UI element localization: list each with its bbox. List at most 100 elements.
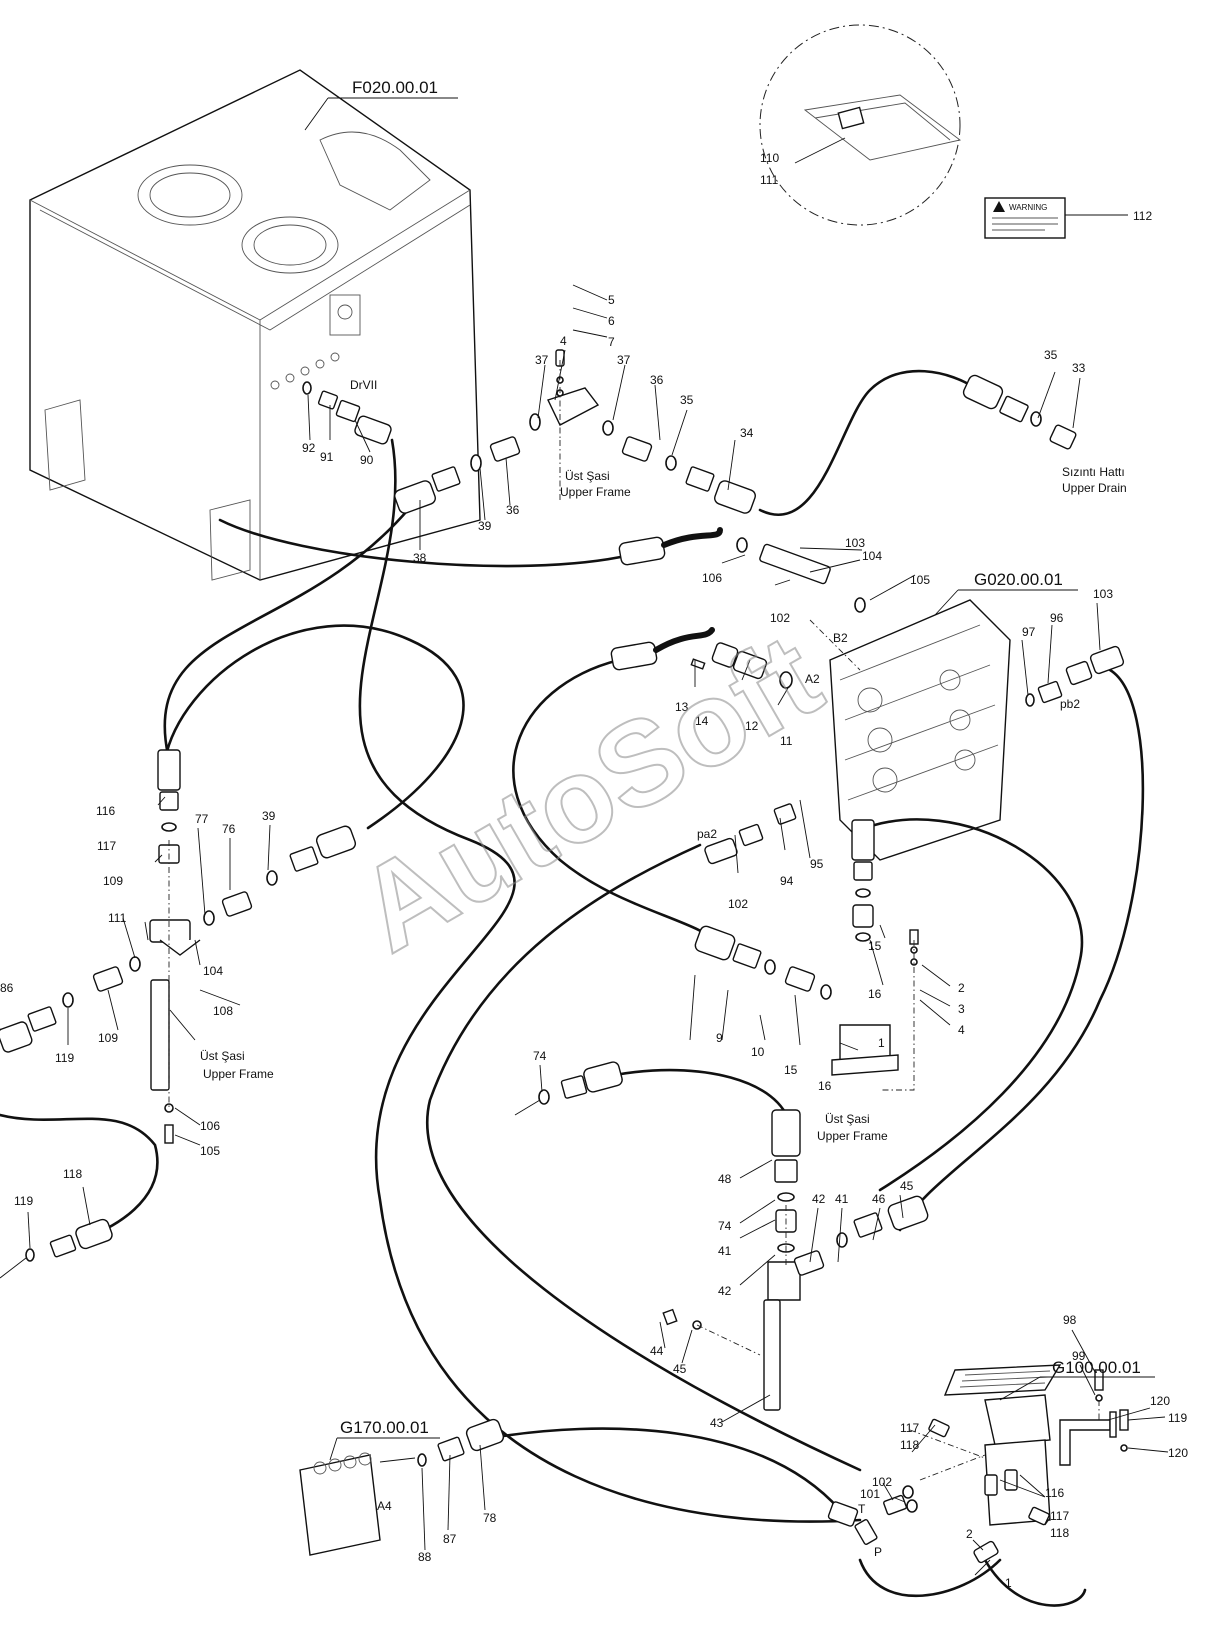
part-label: 12 xyxy=(745,719,759,733)
part-label: 90 xyxy=(360,453,374,467)
part-label: 7 xyxy=(608,335,615,349)
upper-frame-note-tr: Üst Şasi xyxy=(565,469,610,483)
part-label: 117 xyxy=(1050,1509,1069,1523)
part-label: 35 xyxy=(680,393,694,407)
part-label: 74 xyxy=(718,1219,732,1233)
warning-decal: WARNING xyxy=(984,197,1066,239)
part-label: 104 xyxy=(203,964,223,978)
part-label: 41 xyxy=(835,1192,849,1206)
part-label: 38 xyxy=(413,551,427,565)
part-label: 45 xyxy=(900,1179,914,1193)
part-label: 16 xyxy=(818,1079,832,1093)
part-label: 36 xyxy=(650,373,664,387)
ref-g020-label: G020.00.01 xyxy=(974,570,1063,589)
part-label: 42 xyxy=(812,1192,826,1206)
port-p: P xyxy=(874,1545,882,1559)
pedal-valve-drawing xyxy=(943,1364,1062,1526)
part-label: 109 xyxy=(103,874,123,888)
part-label: 116 xyxy=(1045,1486,1064,1500)
leader-lines xyxy=(27,97,1169,1576)
part-label: 109 xyxy=(98,1031,118,1045)
part-label: 108 xyxy=(213,1004,233,1018)
part-label: 118 xyxy=(63,1167,82,1181)
part-label: 87 xyxy=(443,1532,457,1546)
part-label: 99 xyxy=(1072,1349,1086,1363)
part-label: 36 xyxy=(506,503,520,517)
part-label: 106 xyxy=(702,571,722,585)
part-label: 9 xyxy=(716,1031,723,1045)
part-label: 33 xyxy=(1072,361,1086,375)
frame-notes: Üst Şasi Upper Frame Üst Şasi Upper Fram… xyxy=(200,465,1127,1143)
part-label: 102 xyxy=(770,611,790,625)
part-label: 4 xyxy=(958,1023,965,1037)
part-label: 14 xyxy=(695,714,709,728)
part-label: 41 xyxy=(718,1244,732,1258)
part-label: 37 xyxy=(535,353,549,367)
part-label: 105 xyxy=(200,1144,220,1158)
part-label: 15 xyxy=(868,939,882,953)
hose-lines xyxy=(0,369,1145,1607)
upper-frame-note-en: Upper Frame xyxy=(560,485,631,499)
centerlines xyxy=(168,360,1100,1481)
part-label: 16 xyxy=(868,987,882,1001)
part-label: 103 xyxy=(845,536,865,550)
part-label: 37 xyxy=(617,353,631,367)
port-pa2: pa2 xyxy=(697,827,717,841)
ref-g100-label: G100.00.01 xyxy=(1052,1358,1141,1377)
part-label: 1 xyxy=(1005,1576,1012,1590)
part-label: 78 xyxy=(483,1511,497,1525)
part-label: 88 xyxy=(418,1550,432,1564)
part-label: 117 xyxy=(900,1421,919,1435)
part-label: 96 xyxy=(1050,611,1064,625)
detail-callout-circle xyxy=(759,24,962,226)
part-label: 111 xyxy=(760,173,779,187)
part-label: 105 xyxy=(910,573,930,587)
part-label: 76 xyxy=(222,822,236,836)
part-label: 34 xyxy=(740,426,754,440)
part-label: 5 xyxy=(608,293,615,307)
drain-note-en: Upper Drain xyxy=(1062,481,1127,495)
part-label: 116 xyxy=(96,804,115,818)
part-label: 2 xyxy=(966,1527,973,1541)
part-label: 95 xyxy=(810,857,824,871)
part-label: 118 xyxy=(900,1438,919,1452)
part-label: 94 xyxy=(780,874,794,888)
part-label: 42 xyxy=(718,1284,732,1298)
port-a2: A2 xyxy=(805,672,820,686)
part-label: 97 xyxy=(1022,625,1036,639)
part-label: 102 xyxy=(728,897,748,911)
part-label: 35 xyxy=(1044,348,1058,362)
port-b2: B2 xyxy=(833,631,848,645)
hydraulic-tank-drawing xyxy=(29,69,481,581)
part-label: 74 xyxy=(533,1049,547,1063)
assembly-references: F020.00.01 G020.00.01 G100.00.01 G170.00… xyxy=(340,78,1141,1437)
part-label: 45 xyxy=(673,1362,687,1376)
part-label: 111 xyxy=(108,911,127,925)
part-label: 48 xyxy=(718,1172,732,1186)
part-label: 39 xyxy=(262,809,276,823)
upper-frame-note-en-2: Upper Frame xyxy=(203,1067,274,1081)
part-label: 91 xyxy=(320,450,334,464)
ref-f020-label: F020.00.01 xyxy=(352,78,438,97)
part-label: 92 xyxy=(302,441,316,455)
part-label: 106 xyxy=(200,1119,220,1133)
part-label: 15 xyxy=(784,1063,798,1077)
port-a4: A4 xyxy=(377,1499,392,1513)
warning-title: WARNING xyxy=(1009,203,1047,212)
part-label: 10 xyxy=(751,1045,765,1059)
upper-frame-note-tr-2: Üst Şasi xyxy=(200,1049,245,1063)
part-label: 112 xyxy=(1133,209,1152,223)
part-label: 102 xyxy=(872,1475,892,1489)
part-label: 120 xyxy=(1168,1446,1188,1460)
part-number-labels: 5 6 7 4 37 37 36 35 34 35 33 92 91 90 38… xyxy=(0,151,1188,1590)
part-label: 4 xyxy=(560,334,567,348)
part-label: 103 xyxy=(1093,587,1113,601)
part-label: 101 xyxy=(860,1487,880,1501)
part-label: 11 xyxy=(780,734,793,748)
part-label: 43 xyxy=(710,1416,724,1430)
part-label: 104 xyxy=(862,549,882,563)
part-label: 98 xyxy=(1063,1313,1077,1327)
port-pb2: pb2 xyxy=(1060,697,1080,711)
upper-frame-note-tr-3: Üst Şasi xyxy=(825,1112,870,1126)
part-label: 119 xyxy=(1168,1411,1187,1425)
